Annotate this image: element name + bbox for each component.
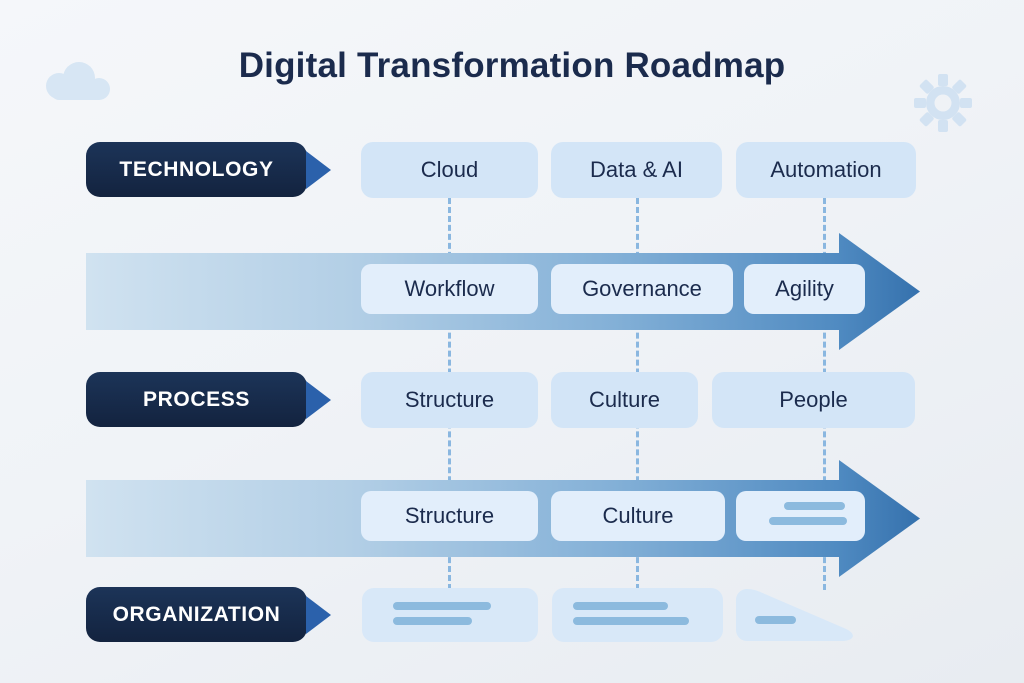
page-title: Digital Transformation Roadmap [238, 46, 786, 85]
row-pill-organization: ORGANIZATION [86, 587, 331, 642]
chip-data-ai: Data & AI [551, 142, 722, 198]
chip-placeholder-1 [362, 588, 538, 642]
pill-arrow-icon [306, 595, 331, 634]
chip-culture-org: Culture [551, 491, 725, 541]
skeleton-line [755, 616, 796, 624]
chip-placeholder-2 [552, 588, 723, 642]
chip-agility: Agility [744, 264, 865, 314]
skeleton-line [393, 602, 491, 610]
skeleton-line [573, 617, 689, 625]
pill-arrow-icon [306, 150, 331, 189]
row-pill-organization-label: ORGANIZATION [112, 602, 281, 626]
skeleton-line [573, 602, 668, 610]
row-pill-process: PROCESS [86, 372, 331, 427]
chip-culture-process: Culture [551, 372, 698, 428]
skeleton-line [769, 517, 847, 525]
chip-governance: Governance [551, 264, 733, 314]
chip-automation: Automation [736, 142, 916, 198]
wedge-placeholder-shape [736, 589, 853, 641]
chip-cloud: Cloud [361, 142, 538, 198]
row-pill-technology-label: TECHNOLOGY [119, 157, 274, 181]
chip-placeholder-band [736, 491, 865, 541]
chip-workflow: Workflow [361, 264, 538, 314]
chip-people: People [712, 372, 915, 428]
chip-structure-process: Structure [361, 372, 538, 428]
row-pill-technology: TECHNOLOGY [86, 142, 331, 197]
row-pill-process-label: PROCESS [143, 387, 250, 411]
gear-icon [914, 74, 972, 132]
skeleton-line [393, 617, 472, 625]
pill-arrow-icon [306, 380, 331, 419]
cloud-icon [46, 62, 110, 100]
skeleton-line [784, 502, 845, 510]
chip-structure-org: Structure [361, 491, 538, 541]
